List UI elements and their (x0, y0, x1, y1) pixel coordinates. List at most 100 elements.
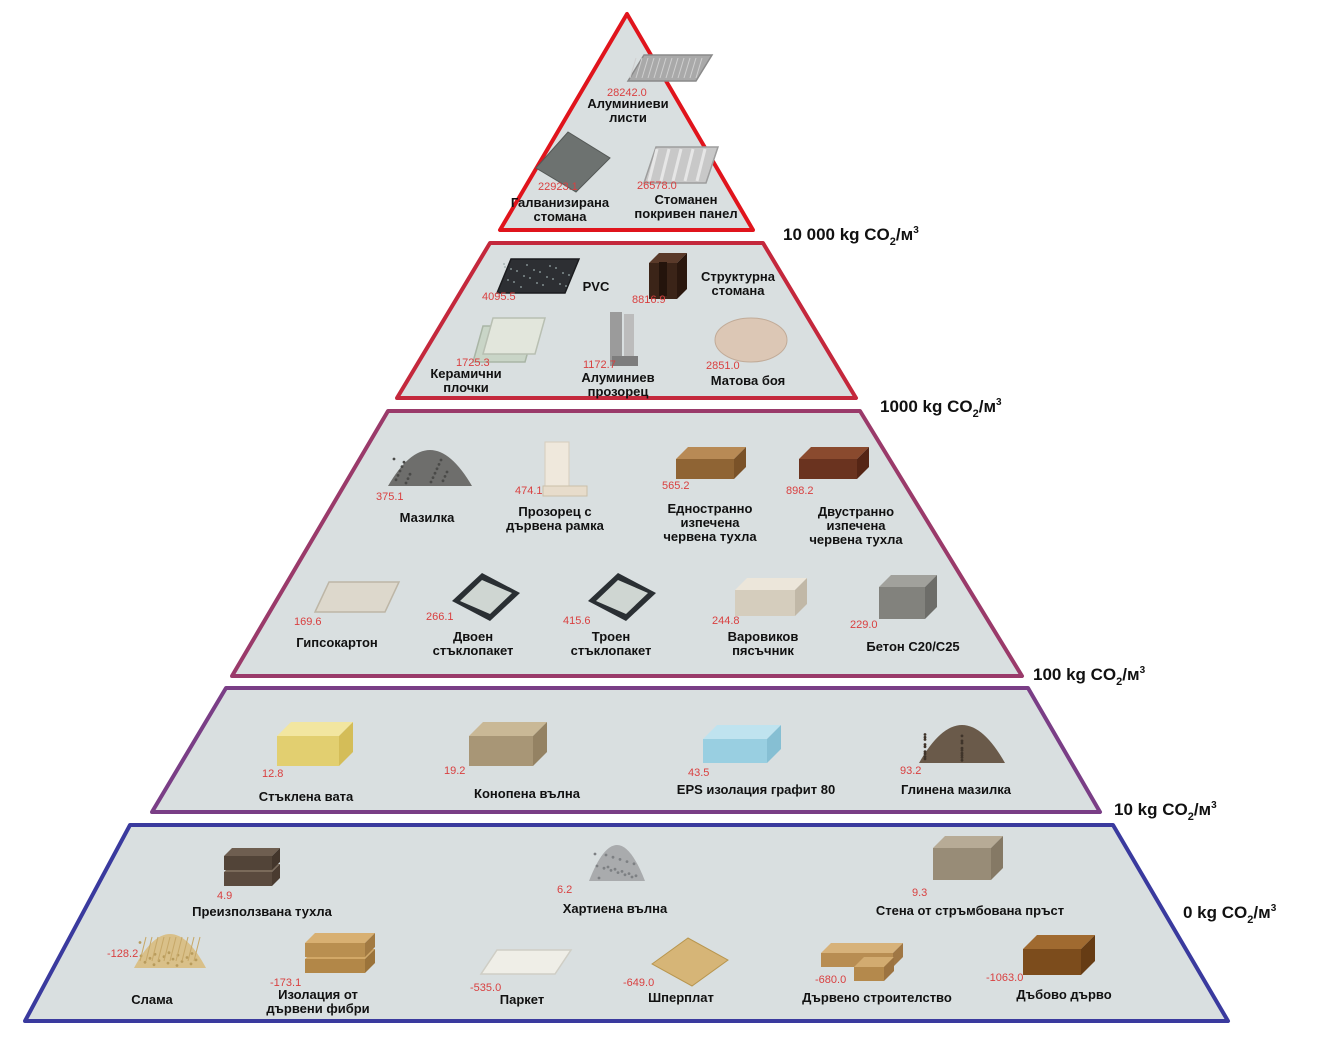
cellulose-wool-icon (589, 845, 645, 881)
threshold-unit: /м (979, 397, 996, 416)
galvanized-steel-icon (535, 131, 611, 193)
material-label: Структурна (701, 269, 776, 284)
threshold-subscript: 2 (973, 408, 979, 420)
threshold-superscript: 3 (1271, 903, 1277, 914)
material-label: Троен (592, 629, 630, 644)
threshold-unit: /м (896, 225, 913, 244)
clay-plaster-icon (919, 725, 1005, 763)
concrete-block-icon (879, 575, 937, 619)
material-label: плочки (443, 380, 489, 395)
threshold-unit: /м (1194, 800, 1211, 819)
material-value: 28242.0 (607, 87, 647, 99)
material-label: покривен панел (634, 206, 737, 221)
material-label: Прозорец с (518, 504, 591, 519)
material-label: Едностранно (668, 501, 753, 516)
material-value: 43.5 (688, 767, 709, 779)
material-label: стомана (712, 283, 766, 298)
reused-brick-icon (224, 848, 280, 886)
material-label: Алуминиев (581, 370, 654, 385)
material-value: 26578.0 (637, 180, 677, 192)
threshold-subscript: 2 (1188, 811, 1194, 823)
triple-glazing-icon (588, 573, 656, 621)
material-label: EPS изолация графит 80 (677, 782, 835, 797)
material-value: 244.8 (712, 615, 740, 627)
material-value: -649.0 (623, 977, 654, 989)
material-value: 415.6 (563, 615, 591, 627)
material-value: 266.1 (426, 611, 454, 623)
material-label: Варовиков (728, 629, 799, 644)
material-label: дървени фибри (266, 1001, 369, 1016)
material-label: Галванизирана (511, 195, 610, 210)
threshold-main: 1000 kg CO (880, 397, 973, 416)
material-label: Преизползвана тухла (192, 904, 332, 919)
eps-board-icon (703, 725, 781, 763)
threshold-label: 0 kg CO2/м3 (1183, 903, 1277, 926)
aluminium-sheet-icon (626, 54, 714, 82)
threshold-label: 100 kg CO2/м3 (1033, 665, 1146, 688)
drywall-icon (313, 581, 401, 613)
material-label: изпечена (826, 518, 886, 533)
material-label: стомана (534, 209, 588, 224)
timber-icon (821, 943, 903, 981)
brick-single-fired-icon (676, 447, 746, 479)
material-label: Алуминиеви (587, 96, 668, 111)
threshold-main: 100 kg CO (1033, 665, 1116, 684)
material-value: 4095.5 (482, 291, 516, 303)
material-value: 565.2 (662, 480, 690, 492)
material-label: PVC (583, 279, 610, 294)
material-label: Хартиена вълна (563, 901, 668, 916)
material-label: Паркет (500, 992, 544, 1007)
threshold-main: 10 kg CO (1114, 800, 1188, 819)
material-value: 9.3 (912, 887, 927, 899)
material-label: Дървено строителство (802, 990, 952, 1005)
material-value: -128.2 (107, 948, 138, 960)
material-label: червена тухла (663, 529, 757, 544)
material-label: листи (609, 110, 647, 125)
material-value: 229.0 (850, 619, 878, 631)
threshold-superscript: 3 (1140, 665, 1146, 676)
parquet-icon (479, 949, 573, 975)
material-value: 93.2 (900, 765, 921, 777)
material-label: Изолация от (278, 987, 358, 1002)
wood-window-icon (542, 441, 588, 497)
material-label: Стъклена вата (259, 789, 354, 804)
material-value: 169.6 (294, 616, 322, 628)
material-value: 898.2 (786, 485, 814, 497)
straw-icon (134, 934, 206, 968)
material-label: Глинена мазилка (901, 782, 1012, 797)
material-label: Дъбово дърво (1016, 987, 1111, 1002)
material-label: Стена от стръмбована пръст (876, 903, 1064, 918)
material-value: 2851.0 (706, 360, 740, 372)
threshold-subscript: 2 (1247, 914, 1253, 926)
material-label: Стоманен (655, 192, 718, 207)
threshold-main: 0 kg CO (1183, 903, 1247, 922)
plywood-icon (651, 937, 729, 987)
plaster-pile-icon (388, 450, 472, 486)
material-value: -173.1 (270, 977, 301, 989)
matte-paint-icon (714, 317, 788, 363)
threshold-main: 10 000 kg CO (783, 225, 890, 244)
steel-beam-icon (649, 253, 687, 299)
material-label: Матова боя (711, 373, 785, 388)
material-label: прозорец (588, 384, 649, 399)
material-label: стъклопакет (571, 643, 652, 658)
material-label: Двустранно (818, 504, 894, 519)
material-label: Конопена вълна (474, 786, 581, 801)
material-label: дървена рамка (506, 518, 605, 533)
wood-fibre-icon (305, 933, 375, 973)
material-label: изпечена (680, 515, 740, 530)
pvc-sheet-icon (495, 258, 581, 294)
material-label: Гипсокартон (296, 635, 378, 650)
threshold-superscript: 3 (996, 397, 1002, 408)
hemp-wool-icon (469, 722, 547, 766)
material-label: Керамични (430, 366, 501, 381)
rammed-earth-icon (933, 836, 1003, 880)
material-value: 12.8 (262, 768, 283, 780)
sand-lime-block-icon (735, 578, 807, 616)
material-label: Двоен (453, 629, 493, 644)
material-label: Слама (131, 992, 173, 1007)
threshold-superscript: 3 (913, 225, 919, 236)
material-label: стъклопакет (433, 643, 514, 658)
pyramid-tier-4 (150, 686, 1102, 814)
